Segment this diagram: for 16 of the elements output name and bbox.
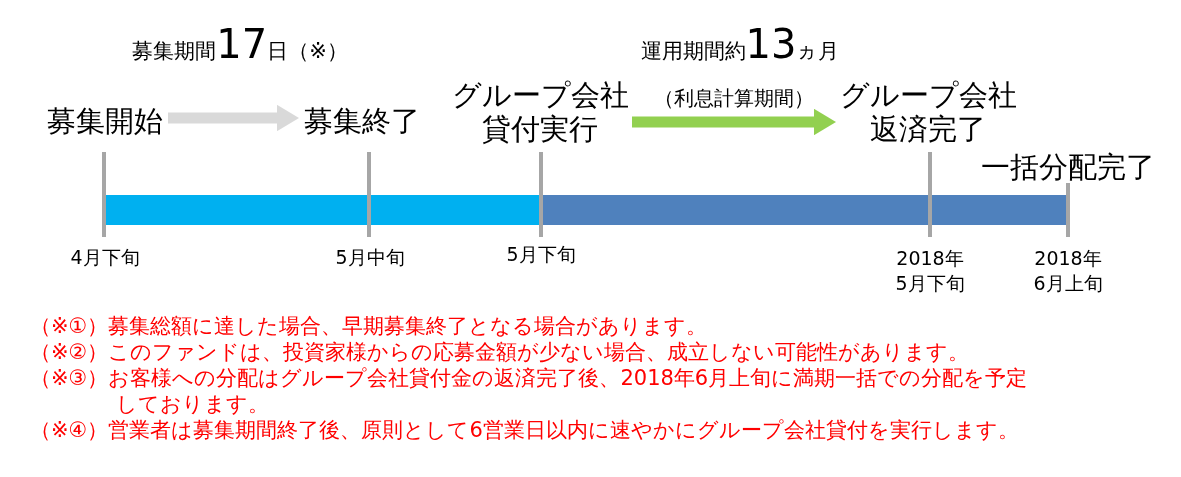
- footnote: （※②）このファンドは、投資家様からの応募金額が少ない場合、成立しない可能性があります。: [30, 339, 971, 365]
- footnote: （※③）お客様への分配はグループ会社貸付金の返済完了後、2018年6月上旬に満期一括での分配を予定しております。: [30, 365, 1029, 417]
- event-label: グループ会社貸付実行: [451, 78, 629, 146]
- date-label: 5月中旬: [334, 245, 406, 270]
- event-label: 募集開始: [45, 104, 165, 138]
- footnote: （※①）募集総額に達した場合、早期募集終了となる場合があります。: [30, 313, 709, 339]
- event-label: 一括分配完了: [979, 150, 1157, 184]
- date-label: 4月下旬: [69, 245, 141, 270]
- date-label: 2018年5月下旬: [894, 246, 966, 296]
- footnote: （※④）営業者は募集期間終了後、原則として6営業日以内に速やかにグループ会社貸付を実行します。: [30, 417, 1020, 443]
- date-label: 5月下旬: [505, 242, 577, 267]
- block-arrow: [168, 104, 299, 132]
- event-label: グループ会社返済完了: [839, 78, 1017, 146]
- block-arrow: [632, 108, 836, 136]
- event-label: 募集終了: [302, 104, 422, 138]
- date-label: 2018年6月上旬: [1032, 246, 1104, 296]
